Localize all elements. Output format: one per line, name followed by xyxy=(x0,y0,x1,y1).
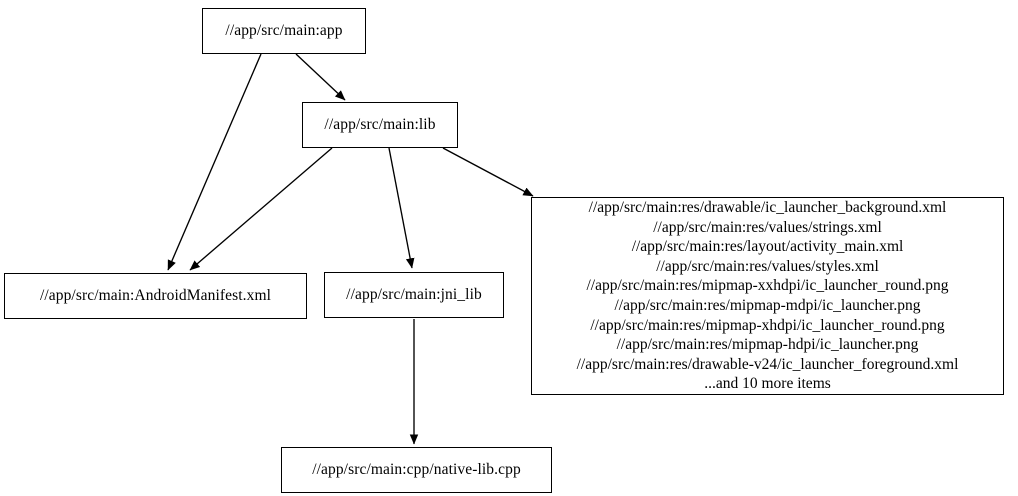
node-native-lib-cpp-label: //app/src/main:cpp/native-lib.cpp xyxy=(312,461,521,479)
node-app-label: //app/src/main:app xyxy=(225,22,343,40)
node-jni-lib-label: //app/src/main:jni_lib xyxy=(346,286,482,304)
node-resources-line: //app/src/main:res/mipmap-xxhdpi/ic_laun… xyxy=(586,277,949,295)
node-lib-label: //app/src/main:lib xyxy=(324,116,436,134)
node-android-manifest-label: //app/src/main:AndroidManifest.xml xyxy=(39,287,272,305)
graph-edge-app-to-manifest xyxy=(167,53,262,271)
node-resources-line: //app/src/main:res/mipmap-mdpi/ic_launch… xyxy=(614,297,921,314)
node-resources-line: //app/src/main:res/drawable/ic_launcher_… xyxy=(588,199,947,217)
node-resources-line: //app/src/main:res/mipmap-xhdpi/ic_launc… xyxy=(590,316,945,334)
node-resources-collapsed[interactable]: //app/src/main:res/drawable/ic_launcher_… xyxy=(531,197,1004,395)
node-resources-line: //app/src/main:res/values/styles.xml xyxy=(656,257,879,275)
node-resources-line: //app/src/main:res/layout/activity_main.… xyxy=(631,238,904,256)
node-resources-line: //app/src/main:res/drawable-v24/ic_launc… xyxy=(576,355,959,373)
graph-edge-lib-to-manifest xyxy=(189,147,333,271)
node-resources-line: //app/src/main:res/values/strings.xml xyxy=(653,218,882,236)
node-resources-line: //app/src/main:res/mipmap-hdpi/ic_launch… xyxy=(616,336,919,354)
node-android-manifest[interactable]: //app/src/main:AndroidManifest.xml xyxy=(4,273,307,319)
graph-edge-lib-to-jni-lib xyxy=(388,147,415,269)
node-app[interactable]: //app/src/main:app xyxy=(202,8,366,54)
node-resources-lines: //app/src/main:res/drawable/ic_launcher_… xyxy=(577,198,959,394)
node-resources-line: ...and 10 more items xyxy=(704,375,831,393)
graph-edge-lib-to-resources xyxy=(442,147,534,197)
node-native-lib-cpp[interactable]: //app/src/main:cpp/native-lib.cpp xyxy=(281,447,552,493)
node-lib[interactable]: //app/src/main:lib xyxy=(302,102,458,148)
graph-edge-app-to-lib xyxy=(295,53,346,101)
node-jni-lib[interactable]: //app/src/main:jni_lib xyxy=(324,272,504,318)
